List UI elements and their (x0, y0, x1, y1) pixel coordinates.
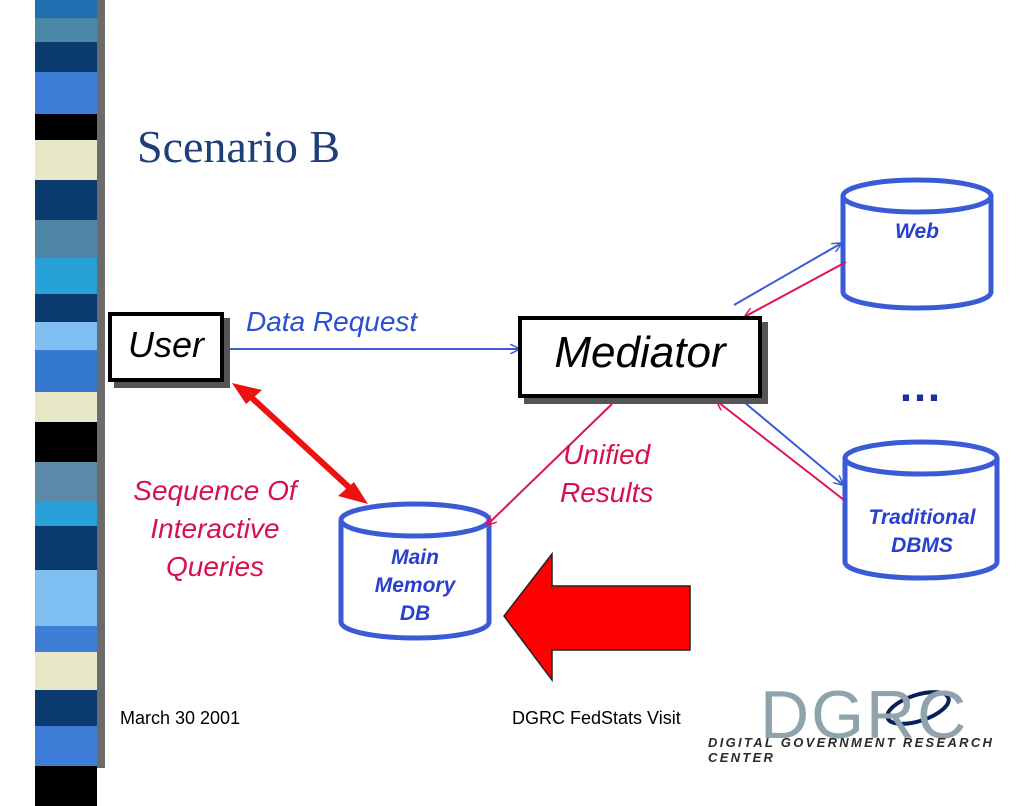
mediator-to-dbms-arrow (743, 401, 842, 484)
data-request-label: Data Request (246, 306, 418, 337)
traditional-dbms-cylinder (842, 439, 1000, 581)
user-label: User (127, 324, 204, 365)
ellipsis: … (898, 362, 944, 411)
web-to-mediator-arrow (746, 261, 847, 316)
main-memory-db-cylinder (338, 501, 492, 641)
main-memory-db-label: Main Memory DB (374, 546, 456, 625)
slide-title: Scenario B (137, 121, 341, 172)
dgrc-logo-subtitle: DIGITAL GOVERNMENT RESEARCH CENTER (708, 735, 995, 765)
traditional-dbms-label: Traditional DBMS (868, 506, 976, 557)
diagram-connectors (224, 177, 1000, 726)
unified-results-arrow (488, 403, 613, 524)
stripe-shadow (97, 0, 105, 768)
decorative-stripe-bar (35, 0, 97, 806)
mediator-label: Mediator (554, 328, 726, 377)
logo-swoosh (885, 690, 951, 726)
web-label: Web (895, 220, 939, 243)
footer-date: March 30 2001 (120, 708, 241, 728)
dbms-to-mediator-arrow (718, 402, 845, 501)
big-red-left-arrow (503, 551, 691, 683)
unified-results-label: Unified Results (560, 439, 654, 508)
sequence-of-interactive-queries-label: Sequence Of Interactive Queries (133, 475, 297, 582)
mediator-to-web-arrow (733, 244, 840, 306)
user-box: User (108, 312, 224, 382)
interactive-queries-double-arrow (232, 383, 368, 504)
web-database-cylinder (840, 177, 994, 311)
mediator-box: Mediator (518, 316, 762, 398)
footer-center: DGRC FedStats Visit (512, 708, 681, 728)
dgrc-logo: DGRC (760, 677, 969, 753)
